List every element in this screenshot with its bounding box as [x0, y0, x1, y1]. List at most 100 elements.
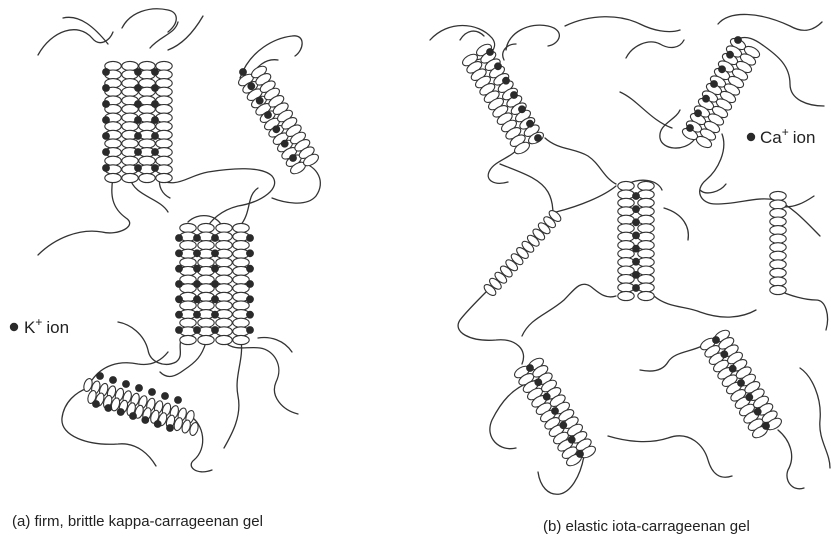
ion-dot	[510, 91, 518, 99]
chain	[118, 322, 181, 364]
helix-loop	[139, 139, 155, 148]
ion-dot	[175, 280, 183, 288]
ion-dot	[576, 450, 584, 458]
helix-loop	[618, 207, 634, 216]
ion-dot	[154, 420, 162, 428]
ion-dot	[175, 265, 183, 273]
ion-dot	[246, 326, 254, 334]
ion-dot	[720, 350, 728, 358]
ion-dot	[102, 116, 110, 124]
helix-loop	[198, 318, 214, 327]
helix-loop	[139, 156, 155, 165]
chain	[224, 340, 242, 448]
helix-loop	[216, 223, 232, 232]
ion-dot	[702, 95, 710, 103]
helix-loop	[180, 318, 196, 327]
ion-dot	[239, 68, 247, 76]
panel-b-single-helix-right	[770, 191, 786, 294]
helix-loop	[198, 335, 214, 344]
panel-a-helix-bundle-top	[102, 61, 172, 182]
ion-dot	[264, 111, 272, 119]
panel-b-helix-pair-topright	[681, 36, 762, 150]
ion-dot	[102, 164, 110, 172]
ion-dot	[246, 249, 254, 257]
ion-dot	[551, 407, 559, 415]
chain	[130, 178, 168, 212]
helix-loop	[233, 301, 249, 310]
chain	[522, 284, 616, 336]
ion-dot	[135, 384, 143, 392]
ion-dot	[102, 84, 110, 92]
ion-dot	[729, 365, 737, 373]
ion-dot	[526, 364, 534, 372]
ion-dot-icon	[747, 133, 755, 141]
ion-dot	[161, 392, 169, 400]
helix-loop	[105, 139, 121, 148]
ion-dot	[134, 84, 142, 92]
ion-dot	[632, 245, 640, 253]
helix-loop	[638, 232, 654, 241]
helix-loop	[122, 156, 138, 165]
chain	[620, 92, 672, 128]
ion-dot	[175, 295, 183, 303]
chain	[778, 430, 804, 489]
helix-loop	[233, 223, 249, 232]
helix-strand	[618, 181, 634, 300]
ion-dot	[526, 120, 534, 128]
ion-dot	[632, 258, 640, 266]
helix-loop	[638, 249, 654, 258]
ion-dot	[246, 265, 254, 273]
ion-dot-icon	[10, 323, 18, 331]
helix-loop	[216, 258, 232, 267]
chain	[500, 164, 556, 213]
ion-dot	[211, 295, 219, 303]
ion-dot	[632, 284, 640, 292]
ion-dot	[632, 232, 640, 240]
ion-dot	[502, 77, 510, 85]
chain	[556, 186, 616, 212]
ion-dot	[737, 379, 745, 387]
ion-dot	[726, 51, 734, 59]
chain	[664, 208, 688, 240]
ion-dot	[246, 311, 254, 319]
chain	[718, 14, 822, 30]
chain	[506, 25, 559, 50]
helix-loop	[770, 260, 786, 269]
ion-dot	[151, 84, 159, 92]
helix-loop	[216, 301, 232, 310]
ion-dot	[632, 205, 640, 213]
ion-dot	[104, 404, 112, 412]
helix-loop	[156, 156, 172, 165]
chain	[545, 138, 616, 184]
helix-loop	[638, 190, 654, 199]
ion-dot	[134, 132, 142, 140]
ion-dot	[211, 326, 219, 334]
panel-a-helix-pair-bottom	[82, 372, 199, 436]
helix-loop	[122, 173, 138, 182]
ion-dot	[122, 380, 130, 388]
ion-dot	[151, 116, 159, 124]
ion-dot	[102, 100, 110, 108]
helix-loop	[770, 234, 786, 243]
helix-loop	[180, 301, 196, 310]
helix-loop	[198, 223, 214, 232]
helix-loop	[180, 335, 196, 344]
helix-loop	[198, 241, 214, 250]
helix-loop	[770, 243, 786, 252]
ion-dot	[211, 280, 219, 288]
ion-dot	[718, 65, 726, 73]
chain	[503, 44, 516, 60]
ca-ion-legend: Ca+ion	[747, 125, 816, 147]
helix-loop	[618, 232, 634, 241]
helix-loop	[638, 283, 654, 292]
ion-dot	[151, 100, 159, 108]
helix-loop	[618, 181, 634, 190]
ion-dot	[712, 336, 720, 344]
ion-dot	[694, 109, 702, 117]
ion-dot	[193, 280, 201, 288]
helix-loop	[638, 215, 654, 224]
ion-dot	[193, 295, 201, 303]
ion-dot	[193, 326, 201, 334]
helix-loop	[122, 139, 138, 148]
panel-b-helix-pair-center	[618, 181, 654, 300]
